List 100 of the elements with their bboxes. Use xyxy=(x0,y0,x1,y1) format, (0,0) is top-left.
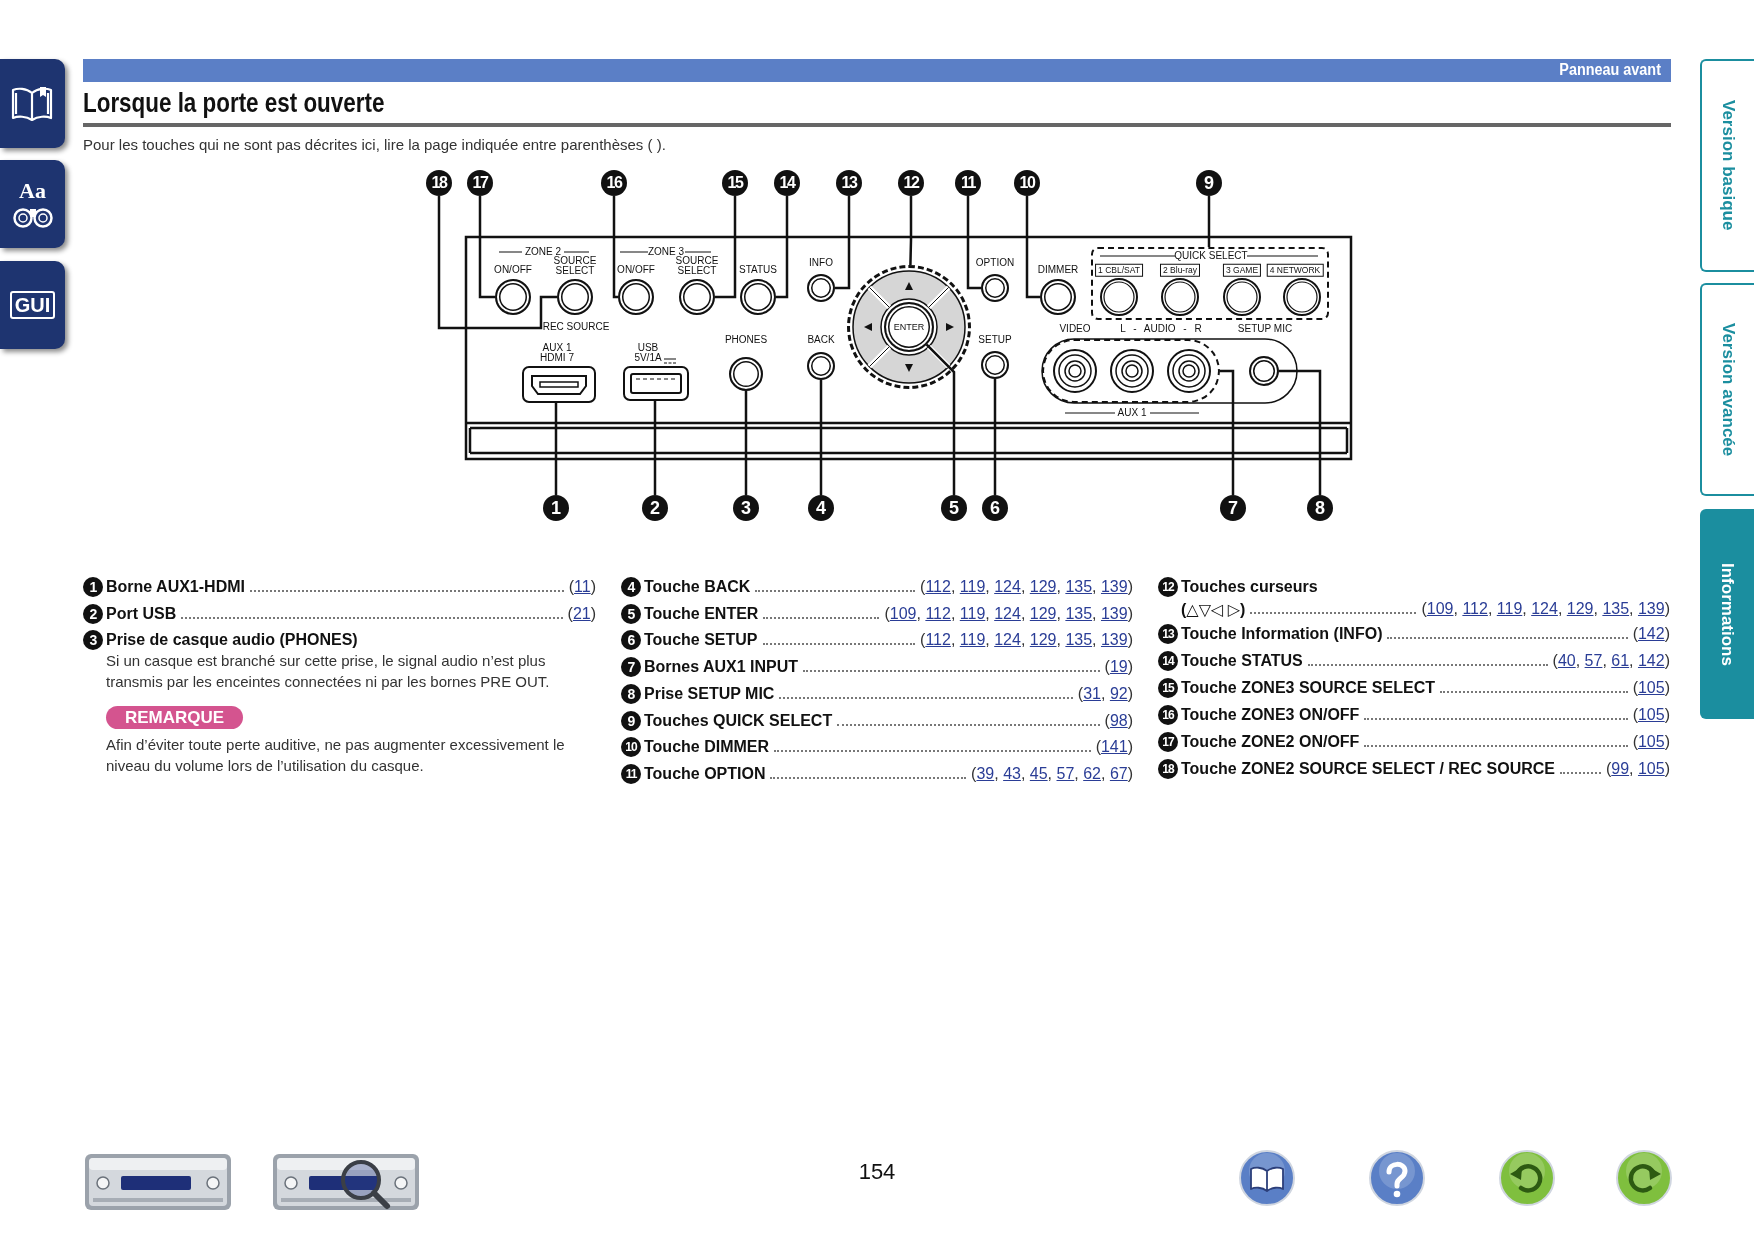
callout-number: 3 xyxy=(733,495,759,521)
page-link: 124 xyxy=(994,605,1021,622)
page-reference: (99, 105) xyxy=(1554,760,1670,778)
page-link: 119 xyxy=(959,605,986,622)
page-link: 109 xyxy=(889,605,917,622)
leader-line xyxy=(653,401,657,495)
list-number: 5 xyxy=(621,604,641,624)
side-tab: Version basique xyxy=(1700,59,1754,272)
item-title: Prise de casque audio (PHONES) xyxy=(106,631,358,649)
item-title: Touche DIMMER xyxy=(644,738,770,756)
section-title: Panneau avant xyxy=(1559,61,1661,79)
panel-label: ZONE 3 xyxy=(647,247,685,257)
page-link: 142 xyxy=(1637,652,1665,669)
round-button xyxy=(1040,279,1076,315)
panel-label: USB 5V/1A xyxy=(633,343,663,363)
item-title: Bornes AUX1 INPUT xyxy=(644,658,799,676)
panel-label: REC SOURCE xyxy=(542,322,610,332)
page-reference: (105) xyxy=(1359,733,1670,751)
list-number: 11 xyxy=(621,764,641,784)
round-button xyxy=(981,274,1009,302)
round-button xyxy=(807,352,835,380)
page-link: 112 xyxy=(925,578,951,595)
item-title: Touche BACK xyxy=(644,578,751,596)
hdmi-port xyxy=(522,366,596,403)
page-link: 92 xyxy=(1109,685,1128,702)
item-title: (△▽◁ ▷) xyxy=(1181,599,1246,619)
page-link: 21 xyxy=(572,605,591,622)
page-title: Lorsque la porte est ouverte xyxy=(83,88,385,119)
page-link: 67 xyxy=(1109,765,1128,782)
callout-number: 17 xyxy=(467,170,493,196)
leader-line xyxy=(554,403,558,495)
page-link: 139 xyxy=(1100,605,1128,622)
page-link: 119 xyxy=(1496,600,1523,617)
callout-number: 8 xyxy=(1307,495,1333,521)
callout-number: 6 xyxy=(982,495,1008,521)
list-number: 8 xyxy=(621,684,641,704)
leader-line xyxy=(819,380,823,495)
page-reference: (98) xyxy=(832,712,1133,730)
page-link: 139 xyxy=(1100,578,1128,595)
panel-label: ON/OFF xyxy=(617,265,655,275)
list-number: 4 xyxy=(621,577,641,597)
list-number: 9 xyxy=(621,711,641,731)
page-reference: (19) xyxy=(798,658,1133,676)
leader-line xyxy=(1220,369,1235,495)
item-title: Touche ZONE3 SOURCE SELECT xyxy=(1181,679,1435,697)
button-label: 2 Blu-ray xyxy=(1160,263,1200,277)
page-link: 43 xyxy=(1003,765,1021,782)
list-number: 16 xyxy=(1158,705,1178,725)
item-title: Touche ZONE2 ON/OFF xyxy=(1181,733,1360,751)
page-link: 39 xyxy=(976,765,995,782)
leader-line xyxy=(437,196,557,330)
callout-number: 16 xyxy=(601,170,627,196)
intro-text: Pour les touches qui ne sont pas décrites ici, lire la page indiquée entre parenthèses ( ). xyxy=(83,136,666,153)
round-button xyxy=(618,279,654,315)
item-title: Touche STATUS xyxy=(1181,652,1303,670)
headphone-jack xyxy=(729,357,763,391)
leader-line xyxy=(966,196,981,290)
callout-number: 2 xyxy=(642,495,668,521)
page-link: 62 xyxy=(1083,765,1101,782)
page-link: 105 xyxy=(1637,706,1665,723)
page-link: 124 xyxy=(994,631,1021,648)
page-link: 129 xyxy=(1566,600,1594,617)
callout-number: 5 xyxy=(941,495,967,521)
callout-number: 15 xyxy=(722,170,748,196)
page-link: 57 xyxy=(1056,765,1075,782)
description-text: Si un casque est branché sur cette prise, le signal audio n’est plus transmis par les enceintes connectées ni par les bornes PRE OUT. xyxy=(106,651,551,692)
page-link: 119 xyxy=(959,631,986,648)
page-link: 129 xyxy=(1029,605,1057,622)
page-link: 45 xyxy=(1029,765,1048,782)
panel-label: SOURCE SELECT xyxy=(675,256,719,276)
page-reference: (11) xyxy=(244,578,596,596)
page-link: 124 xyxy=(1531,600,1558,617)
page-reference: (39, 43, 45, 57, 62, 67) xyxy=(765,765,1133,783)
list-number: 1 xyxy=(83,577,103,597)
round-button xyxy=(740,279,776,315)
list-number: 7 xyxy=(621,657,641,677)
page-reference: (105) xyxy=(1434,679,1670,697)
page-link: 112 xyxy=(925,631,951,648)
panel-label: SOURCE SELECT xyxy=(553,256,597,276)
list-number: 12 xyxy=(1158,577,1178,597)
quick-select-group xyxy=(1091,247,1329,320)
round-button xyxy=(981,351,1009,379)
page-link: 139 xyxy=(1637,600,1665,617)
list-number: 14 xyxy=(1158,651,1178,671)
page-link: 139 xyxy=(1100,631,1128,648)
panel-label: DIMMER xyxy=(1037,265,1079,275)
page-reference: (21) xyxy=(176,605,596,623)
panel-label: ON/OFF xyxy=(494,265,532,275)
panel-label: AUX 1 HDMI 7 xyxy=(539,343,575,363)
page-reference: (31, 92) xyxy=(774,685,1133,703)
callout-number: 9 xyxy=(1196,170,1222,196)
item-title: Port USB xyxy=(106,605,177,623)
list-number: 15 xyxy=(1158,678,1178,698)
leader-line xyxy=(744,391,748,495)
item-title: Touche OPTION xyxy=(644,765,766,783)
page-reference: (142) xyxy=(1382,625,1670,643)
panel-label: STATUS xyxy=(739,265,777,275)
leader-line xyxy=(612,196,618,299)
callout-number: 18 xyxy=(426,170,452,196)
page-link: 119 xyxy=(959,578,986,595)
